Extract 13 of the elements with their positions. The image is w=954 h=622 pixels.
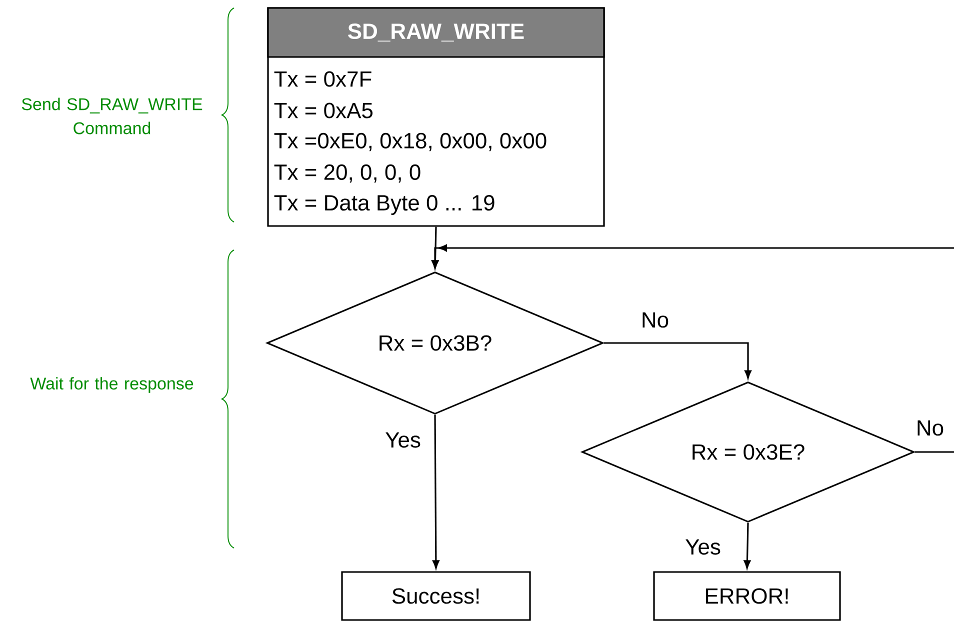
arrow [432,414,440,569]
side-label: Send SD_RAW_WRITE Command [22,98,202,134]
process-box: Success! [341,571,531,621]
edge-label: No [640,311,670,329]
edge-label: No [914,419,946,437]
arrow [432,244,954,269]
arrow [744,522,751,569]
command-box: SD_RAW_WRITE Tx = 0x7F Tx = 0xA5 Tx =0xE0, 0x18, 0x00, 0x00 Tx = 20, 0, 0, 0 Tx = Data Byte 0 ... 19 [267,7,605,227]
process-box: ERROR! [653,571,841,621]
side-label: Wait for the response [30,377,194,393]
arrow [604,342,752,379]
edge-label: Yes [684,538,722,556]
edge-label: Yes [384,431,422,449]
